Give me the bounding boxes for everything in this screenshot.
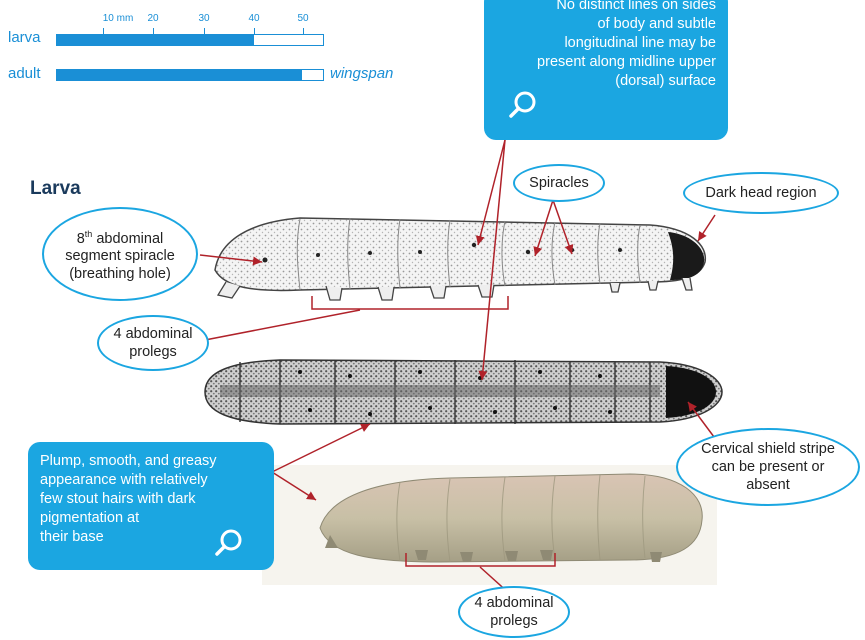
callout-8th-number: 8 [77, 230, 85, 246]
scale-tick [153, 28, 154, 34]
scale-label: 30 [198, 13, 209, 24]
size-bar-larva [56, 34, 324, 46]
scale-tick [103, 28, 104, 34]
callout-8th-spiracle-text: 8th abdominal segment spiracle (breathin… [65, 225, 175, 284]
wingspan-label: wingspan [330, 65, 393, 82]
info-box-dorsal-lines: No distinct lines on sides of body and s… [484, 0, 728, 140]
info-box-appearance: Plump, smooth, and greasy appearance wit… [28, 442, 274, 570]
callout-spiracles: Spiracles [513, 164, 605, 202]
callout-cervical-shield: Cervical shield stripe can be present or… [676, 428, 860, 506]
size-row-label-adult: adult [8, 65, 41, 82]
callout-prolegs-top: 4 abdominal prolegs [97, 315, 209, 371]
larva-dorsal-view [205, 360, 722, 424]
magnifier-icon [214, 528, 244, 558]
magnifier-icon [508, 90, 538, 120]
size-bar-fill-larva [57, 35, 254, 45]
callout-8th-spiracle: 8th abdominal segment spiracle (breathin… [42, 207, 198, 301]
callout-dark-head: Dark head region [683, 172, 839, 214]
scale-tick [303, 28, 304, 34]
size-bar-adult [56, 69, 324, 81]
scale-label: 50 [297, 13, 308, 24]
callout-prolegs-bottom: 4 abdominal prolegs [458, 586, 570, 638]
scale-label: 40 [248, 13, 259, 24]
size-bar-fill-adult [57, 70, 302, 80]
scale-tick [254, 28, 255, 34]
larva-side-view [215, 218, 705, 300]
size-row-label-larva: larva [8, 29, 41, 46]
section-title: Larva [30, 178, 81, 200]
scale-label: 10 mm [103, 13, 134, 24]
scale-label: 20 [147, 13, 158, 24]
larva-photo [262, 465, 717, 585]
info-box-dorsal-lines-text: No distinct lines on sides of body and s… [496, 0, 716, 91]
scale-tick [204, 28, 205, 34]
